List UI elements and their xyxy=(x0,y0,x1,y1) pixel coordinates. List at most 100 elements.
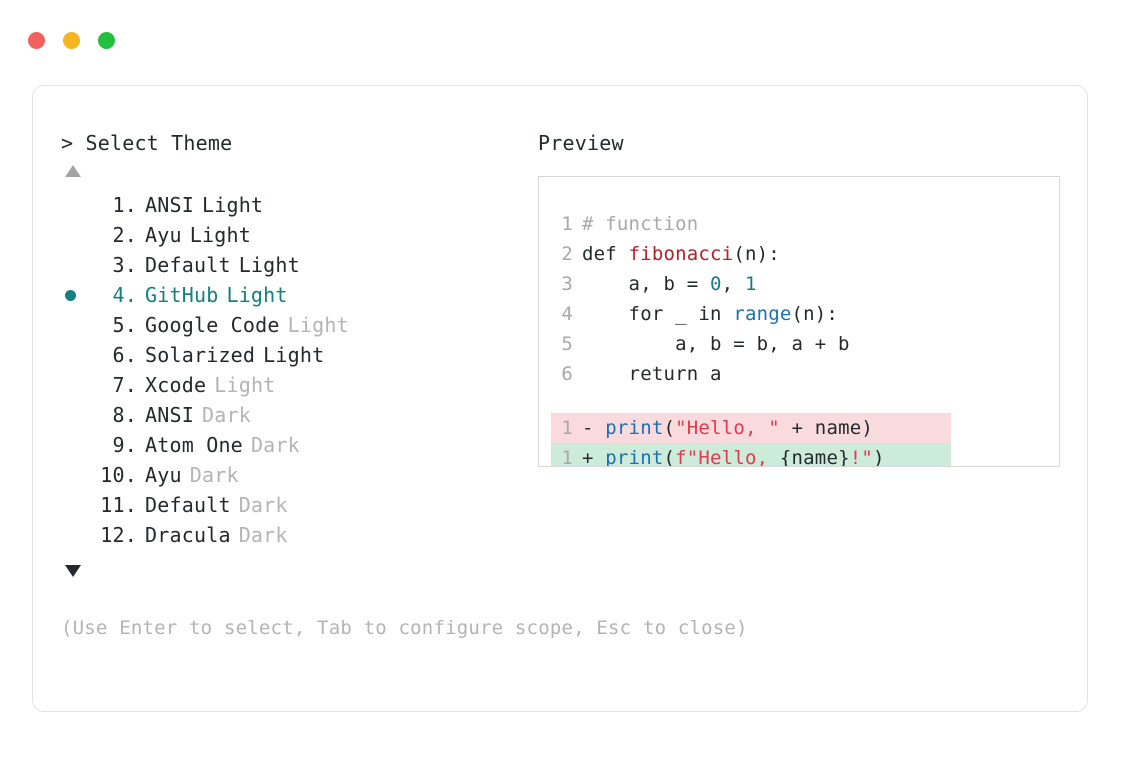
triangle-up-icon xyxy=(65,165,81,177)
theme-item-variant: Dark xyxy=(238,493,288,517)
theme-item-name: ANSI xyxy=(145,403,194,427)
code-line: 1 # function xyxy=(551,209,1059,239)
theme-item-name: GitHub xyxy=(145,283,219,307)
code-token: {name} xyxy=(779,447,850,467)
code-text: for _ in range(n): xyxy=(573,299,838,329)
theme-item-variant: Dark xyxy=(238,523,288,547)
theme-item-number: 1. xyxy=(112,193,137,217)
line-number: 1 xyxy=(561,447,573,467)
theme-item-number: 12. xyxy=(100,523,137,547)
scroll-up-indicator[interactable] xyxy=(61,158,531,184)
code-text: + print(f"Hello, {name}!") xyxy=(573,443,885,467)
code-token: ) xyxy=(873,447,885,467)
code-text: # function xyxy=(573,209,698,239)
line-number: 5 xyxy=(561,333,573,355)
theme-list-item[interactable]: 8. ANSI Dark xyxy=(61,400,531,430)
prompt-heading: > Select Theme xyxy=(61,131,233,155)
code-token: a, b = xyxy=(582,273,711,295)
theme-item-number: 11. xyxy=(100,493,137,517)
preview-panel-header: Preview xyxy=(538,128,1068,158)
theme-item-name: Ayu xyxy=(145,463,182,487)
theme-item-number: 2. xyxy=(112,223,137,247)
code-line: 3 a, b = 0, 1 xyxy=(551,269,1059,299)
code-token: range xyxy=(733,303,792,325)
code-line: 4 for _ in range(n): xyxy=(551,299,1059,329)
line-number: 1 xyxy=(561,213,573,235)
theme-item-name: Solarized xyxy=(145,343,256,367)
theme-item-number: 5. xyxy=(112,313,137,337)
line-number: 3 xyxy=(561,273,573,295)
theme-item-name: Default xyxy=(145,493,231,517)
line-number: 4 xyxy=(561,303,573,325)
code-token: + name) xyxy=(779,417,874,439)
triangle-down-icon xyxy=(65,565,81,577)
theme-list-item[interactable]: 7. Xcode Light xyxy=(61,370,531,400)
theme-item-variant: Light xyxy=(214,373,276,397)
scroll-down-indicator[interactable] xyxy=(61,556,531,586)
window-traffic-lights xyxy=(28,32,115,49)
minimize-button-dot[interactable] xyxy=(63,32,80,49)
code-text: return a xyxy=(573,359,722,389)
theme-item-name: Atom One xyxy=(145,433,243,457)
theme-item-variant: Light xyxy=(238,253,300,277)
code-text: - print("Hello, " + name) xyxy=(573,413,873,443)
theme-list-item[interactable]: 12. Dracula Dark xyxy=(61,520,531,550)
code-token: f"Hello, xyxy=(675,447,780,467)
code-token: 1 xyxy=(744,273,757,295)
theme-item-number: 3. xyxy=(112,253,137,277)
line-number: 6 xyxy=(561,363,573,385)
theme-item-name: Xcode xyxy=(145,373,207,397)
code-token: for _ in xyxy=(582,303,734,325)
code-token: # function xyxy=(582,213,699,235)
theme-item-name: Ayu xyxy=(145,223,182,247)
code-text: a, b = 0, 1 xyxy=(573,269,757,299)
code-token: "Hello, " xyxy=(675,417,780,439)
theme-item-name: Dracula xyxy=(145,523,231,547)
theme-item-variant: Dark xyxy=(250,433,300,457)
line-number: 1 xyxy=(561,417,573,439)
code-line: 5 a, b = b, a + b xyxy=(551,329,1059,359)
code-token: return a xyxy=(582,363,722,385)
theme-list-item[interactable]: 11. Default Dark xyxy=(61,490,531,520)
code-token: , xyxy=(721,273,745,295)
theme-item-number: 8. xyxy=(112,403,137,427)
code-text: a, b = b, a + b xyxy=(573,329,850,359)
theme-item-number: 7. xyxy=(112,373,137,397)
theme-item-number: 4. xyxy=(112,283,137,307)
code-token: 0 xyxy=(710,273,722,295)
line-number: 2 xyxy=(561,243,573,265)
code-token: - xyxy=(582,417,606,439)
code-token: !" xyxy=(849,447,874,467)
code-token: + xyxy=(582,447,606,467)
preview-heading: Preview xyxy=(538,131,624,155)
theme-item-name: ANSI xyxy=(145,193,194,217)
theme-item-number: 10. xyxy=(100,463,137,487)
code-token: (n): xyxy=(791,303,839,325)
code-token: fibonacci xyxy=(628,243,734,265)
code-token: ( xyxy=(663,447,676,467)
maximize-button-dot[interactable] xyxy=(98,32,115,49)
theme-item-variant: Light xyxy=(263,343,325,367)
code-line: 6 return a xyxy=(551,359,1059,389)
theme-item-variant: Dark xyxy=(201,403,251,427)
selected-dot-icon xyxy=(65,289,76,301)
theme-list-item[interactable]: 2. Ayu Light xyxy=(61,220,531,250)
theme-item-variant: Light xyxy=(189,223,251,247)
code-token: print xyxy=(605,447,664,467)
theme-list-item[interactable]: 9. Atom One Dark xyxy=(61,430,531,460)
code-token: ( xyxy=(663,417,676,439)
theme-item-name: Google Code xyxy=(145,313,280,337)
theme-item-number: 9. xyxy=(112,433,137,457)
close-button-dot[interactable] xyxy=(28,32,45,49)
